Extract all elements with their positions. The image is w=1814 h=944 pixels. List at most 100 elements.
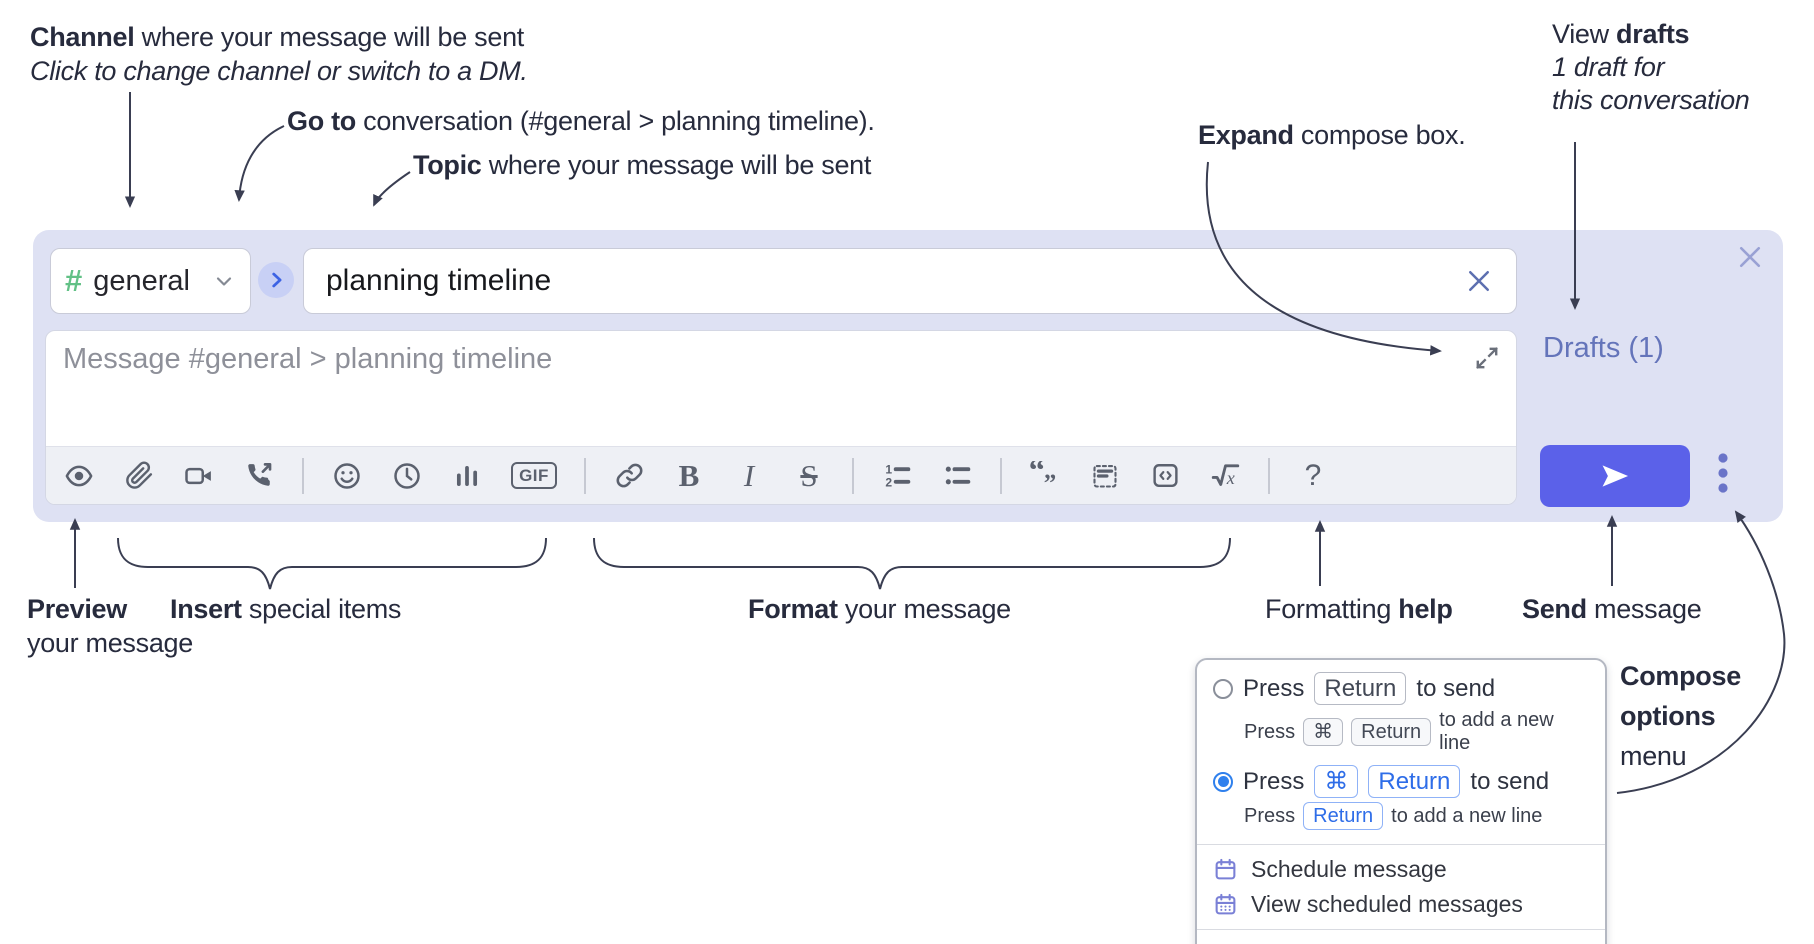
compose-options-button[interactable] xyxy=(1713,448,1733,505)
svg-text:x: x xyxy=(1225,468,1234,488)
clear-topic-icon[interactable] xyxy=(1464,266,1494,296)
video-camera-icon xyxy=(185,467,211,484)
return-keycap: Return xyxy=(1314,672,1407,706)
annotation-compose-options: Compose options menu xyxy=(1620,661,1741,771)
svg-text:“: “ xyxy=(1030,461,1045,489)
annotation-preview: Preview your message xyxy=(27,594,193,658)
paperclip-icon xyxy=(125,461,152,489)
close-compose-button[interactable] xyxy=(1735,242,1765,277)
annotation-formatting-help: Formatting help xyxy=(1265,594,1453,624)
connector-go-to xyxy=(234,125,285,202)
channel-hash-icon: # xyxy=(65,263,83,298)
brace-format xyxy=(593,537,1231,590)
toolbar-divider xyxy=(584,457,586,494)
code-button[interactable] xyxy=(1148,455,1182,497)
emoji-button[interactable] xyxy=(330,455,364,497)
bulleted-list-icon xyxy=(945,466,970,485)
send-plane-icon xyxy=(1602,465,1629,487)
annotation-channel: Channel where your message will be sent … xyxy=(30,22,528,86)
message-textarea[interactable]: Message #general > planning timeline xyxy=(45,330,1517,505)
italic-icon: I xyxy=(743,458,755,493)
annotation-expand: Expand compose box. xyxy=(1198,120,1466,150)
annotation-format: Format your message xyxy=(748,594,1011,624)
channel-selector[interactable]: # general xyxy=(50,248,251,314)
menu-item-save-draft[interactable]: Save draft and start a new message xyxy=(1197,937,1605,944)
radio-selected-icon[interactable] xyxy=(1213,771,1233,792)
cmd-keycap: ⌘ xyxy=(1314,765,1359,799)
drafts-link[interactable]: Drafts (1) xyxy=(1543,332,1664,364)
preview-button[interactable] xyxy=(62,455,96,497)
radio-unselected-icon[interactable] xyxy=(1213,678,1233,699)
toolbar-divider xyxy=(852,457,854,494)
compose-box: # general planning timeline Message #gen… xyxy=(33,230,1783,522)
channel-name: general xyxy=(93,264,190,297)
bar-chart-icon xyxy=(456,465,478,486)
smiley-icon xyxy=(334,462,360,489)
vertical-ellipsis-icon xyxy=(1718,453,1728,493)
chevron-right-icon xyxy=(272,272,282,288)
link-button[interactable] xyxy=(612,455,646,497)
toolbar-divider xyxy=(302,457,304,494)
annotation-go-to: Go to conversation (#general > planning … xyxy=(287,106,875,136)
math-icon: x xyxy=(1211,464,1239,488)
clock-icon xyxy=(394,462,420,489)
option-enter-sends-subtext: Press ⌘ Return to add a new line xyxy=(1244,709,1554,755)
popup-divider xyxy=(1197,929,1605,931)
video-call-button[interactable] xyxy=(182,455,216,497)
message-placeholder: Message #general > planning timeline xyxy=(63,343,553,375)
option-enter-sends[interactable]: Press Return to send xyxy=(1197,669,1605,708)
quote-icon: “ ” xyxy=(1030,461,1057,491)
menu-item-schedule-message[interactable]: Schedule message xyxy=(1197,852,1605,887)
connector-topic xyxy=(373,171,411,207)
bulleted-list-button[interactable] xyxy=(940,455,974,497)
cmd-keycap: ⌘ xyxy=(1303,718,1344,747)
poll-button[interactable] xyxy=(450,455,484,497)
numbered-list-icon: 1 2 xyxy=(885,463,910,489)
compose-toolbar: GIF B I S xyxy=(46,446,1516,504)
question-mark-icon: ? xyxy=(1304,458,1322,492)
gif-button[interactable]: GIF xyxy=(510,455,558,497)
eye-icon xyxy=(65,465,93,486)
return-keycap: Return xyxy=(1303,802,1384,831)
menu-item-view-scheduled[interactable]: View scheduled messages xyxy=(1197,887,1605,922)
quote-button[interactable]: “ ” xyxy=(1028,455,1062,497)
message-formatting-help-button[interactable]: ? xyxy=(1296,455,1330,497)
voice-call-button[interactable] xyxy=(242,455,276,497)
svg-text:1: 1 xyxy=(885,463,892,477)
toolbar-divider xyxy=(1268,457,1270,494)
phone-call-icon xyxy=(247,463,271,486)
toolbar-divider xyxy=(1000,457,1002,494)
chevron-down-icon xyxy=(216,277,232,286)
spoiler-icon xyxy=(1093,464,1117,488)
annotation-view-drafts: View drafts 1 draft for this conversatio… xyxy=(1552,19,1750,115)
return-keycap: Return xyxy=(1351,718,1432,747)
italic-button[interactable]: I xyxy=(732,455,766,497)
brace-insert xyxy=(117,537,547,590)
option-cmd-enter-sends[interactable]: Press ⌘ Return to send xyxy=(1197,762,1605,801)
popup-divider xyxy=(1197,844,1605,846)
calendar-grid-icon xyxy=(1215,894,1236,915)
strikethrough-button[interactable]: S xyxy=(792,455,826,497)
global-time-button[interactable] xyxy=(390,455,424,497)
calendar-icon xyxy=(1215,859,1236,880)
attach-file-button[interactable] xyxy=(122,455,156,497)
compose-options-popup: Press Return to send Press ⌘ Return to a… xyxy=(1195,658,1607,944)
topic-input[interactable]: planning timeline xyxy=(303,248,1517,314)
numbered-list-button[interactable]: 1 2 xyxy=(880,455,914,497)
expand-compose-icon[interactable] xyxy=(1474,345,1500,371)
annotation-insert: Insert special items xyxy=(170,594,402,624)
spoiler-button[interactable] xyxy=(1088,455,1122,497)
go-to-conversation-button[interactable] xyxy=(258,262,294,298)
svg-text:”: ” xyxy=(1044,470,1057,491)
bold-icon: B xyxy=(678,458,700,493)
gif-icon: GIF xyxy=(511,462,557,489)
svg-text:2: 2 xyxy=(885,475,892,489)
send-button[interactable] xyxy=(1540,445,1690,507)
annotation-send: Send message xyxy=(1522,594,1702,624)
option-cmd-enter-sends-subtext: Press Return to add a new line xyxy=(1197,801,1605,837)
bold-button[interactable]: B xyxy=(672,455,706,497)
math-button[interactable]: x xyxy=(1208,455,1242,497)
topic-value: planning timeline xyxy=(326,264,552,297)
close-icon xyxy=(1739,246,1761,268)
